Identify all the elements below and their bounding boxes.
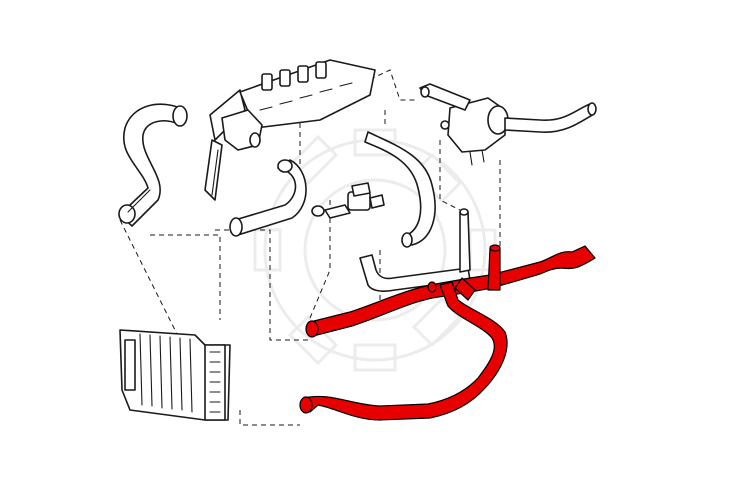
bypass-pipe — [364, 131, 436, 248]
temperature-sensor-valve — [311, 182, 385, 219]
heater-hose-u — [359, 208, 471, 292]
throttle-body — [419, 83, 597, 166]
radiator — [119, 329, 231, 421]
coolant-hose-lower-branch — [299, 277, 508, 421]
thermostat-housing — [221, 109, 263, 151]
cylinder-head — [239, 59, 376, 129]
upper-radiator-hose — [118, 103, 188, 227]
engine-block — [204, 89, 246, 201]
thermostat-connector-hose — [229, 159, 307, 237]
